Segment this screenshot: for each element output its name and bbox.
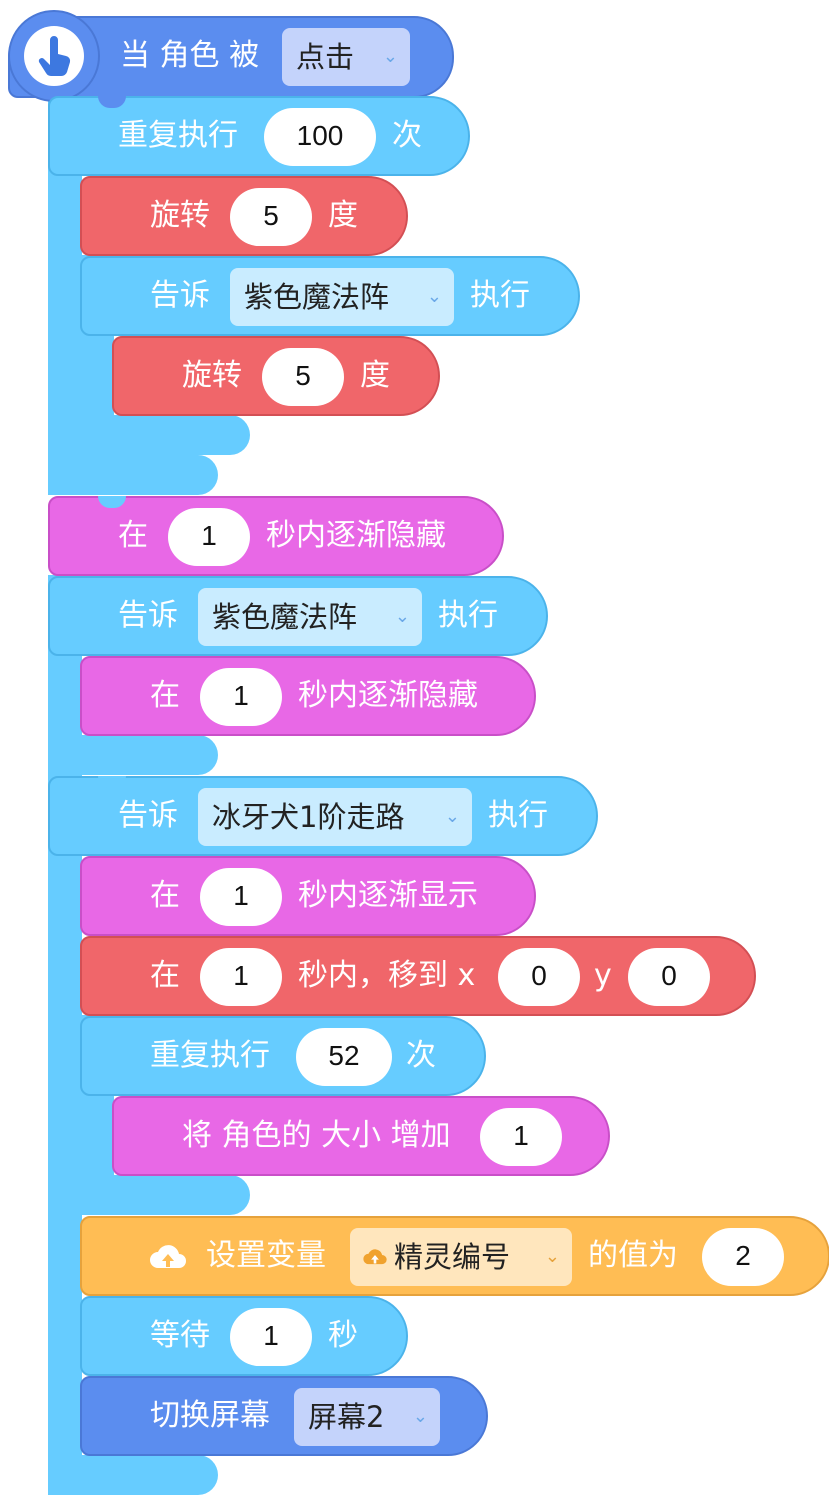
move-y-label: y	[594, 958, 612, 993]
repeat-times-input[interactable]: 100	[264, 108, 376, 166]
chevron-down-icon: ⌄	[544, 1246, 560, 1267]
tell-target-dropdown[interactable]: 紫色魔法阵 ⌄	[230, 268, 454, 326]
move-x-input[interactable]: 0	[498, 948, 580, 1006]
tell-target-dropdown[interactable]: 冰牙犬1阶走路 ⌄	[198, 788, 472, 846]
hat-label: 当 角色 被	[120, 38, 260, 73]
repeat-times-input[interactable]: 52	[296, 1028, 392, 1086]
rotate-degrees-input[interactable]: 5	[262, 348, 344, 406]
chevron-down-icon: ⌄	[444, 806, 460, 827]
variable-value-input[interactable]: 2	[702, 1228, 784, 1286]
hat-trigger-value: 点击	[296, 40, 355, 74]
when-clicked-hat-block[interactable]: 当 角色 被 点击 ⌄	[8, 10, 454, 102]
size-label: 将 角色的 大小 增加	[182, 1118, 451, 1153]
repeat-suffix: 次	[406, 1038, 436, 1073]
tell-prefix: 告诉	[118, 598, 178, 633]
move-seconds-input[interactable]: 1	[200, 948, 282, 1006]
tell-target-dropdown[interactable]: 紫色魔法阵 ⌄	[198, 588, 422, 646]
show-seconds-input[interactable]: 1	[200, 868, 282, 926]
tell-suffix: 执行	[438, 598, 498, 633]
tell2-foot	[48, 735, 218, 775]
repeat-block[interactable]: 重复执行 100 次	[48, 96, 470, 176]
setvar-prefix: 设置变量	[206, 1238, 326, 1273]
switch-screen-block[interactable]: 切换屏幕 屏幕2 ⌄	[80, 1376, 488, 1456]
fade-seconds-input[interactable]: 1	[168, 508, 250, 566]
repeat-prefix: 重复执行	[150, 1038, 270, 1073]
show-suffix: 秒内逐渐显示	[298, 878, 478, 913]
tell-block[interactable]: 告诉 紫色魔法阵 ⌄ 执行	[48, 576, 548, 656]
chevron-down-icon: ⌄	[412, 1406, 428, 1427]
rotate-block[interactable]: 旋转 5 度	[112, 336, 440, 416]
size-amount-input[interactable]: 1	[480, 1108, 562, 1166]
repeat-prefix: 重复执行	[118, 118, 238, 153]
rotate-degrees-input[interactable]: 5	[230, 188, 312, 246]
tell-block[interactable]: 告诉 紫色魔法阵 ⌄ 执行	[80, 256, 580, 336]
wait-suffix: 秒	[328, 1318, 358, 1353]
move-y-input[interactable]: 0	[628, 948, 710, 1006]
screen-value: 屏幕2	[308, 1400, 385, 1434]
move-mid: 秒内，移到 x	[298, 958, 476, 993]
tell-prefix: 告诉	[118, 798, 178, 833]
variable-dropdown[interactable]: 精灵编号 ⌄	[350, 1228, 572, 1286]
tell-block[interactable]: 告诉 冰牙犬1阶走路 ⌄ 执行	[48, 776, 598, 856]
tell3-arm	[48, 775, 82, 1495]
fade-suffix: 秒内逐渐隐藏	[298, 678, 478, 713]
repeat-suffix: 次	[392, 118, 422, 153]
hat-icon-inner	[24, 26, 84, 86]
switch-prefix: 切换屏幕	[150, 1398, 270, 1433]
move-prefix: 在	[150, 958, 180, 993]
wait-block[interactable]: 等待 1 秒	[80, 1296, 408, 1376]
variable-name: 精灵编号	[394, 1240, 511, 1274]
screen-dropdown[interactable]: 屏幕2 ⌄	[294, 1388, 440, 1446]
set-variable-block[interactable]: 设置变量 精灵编号 ⌄ 的值为 2	[80, 1216, 829, 1296]
hat-icon-circle	[8, 10, 100, 102]
tell-target-value: 紫色魔法阵	[244, 280, 390, 314]
connector-notch	[98, 496, 126, 508]
fade-suffix: 秒内逐渐隐藏	[266, 518, 446, 553]
connector-notch	[98, 96, 126, 108]
pointing-hand-icon	[38, 36, 71, 77]
chevron-down-icon: ⌄	[394, 606, 410, 627]
change-size-block[interactable]: 将 角色的 大小 增加 1	[112, 1096, 610, 1176]
wait-seconds-input[interactable]: 1	[230, 1308, 312, 1366]
fade-prefix: 在	[150, 678, 180, 713]
fade-prefix: 在	[118, 518, 148, 553]
chevron-down-icon: ⌄	[382, 46, 398, 67]
hat-trigger-dropdown[interactable]: 点击 ⌄	[282, 28, 410, 86]
fade-out-block[interactable]: 在 1 秒内逐渐隐藏	[48, 496, 504, 576]
wait-prefix: 等待	[150, 1318, 210, 1353]
rotate-block[interactable]: 旋转 5 度	[80, 176, 408, 256]
cloud-upload-icon	[363, 1249, 387, 1265]
fade-out-block[interactable]: 在 1 秒内逐渐隐藏	[80, 656, 536, 736]
rotate-suffix: 度	[328, 198, 358, 233]
rotate-prefix: 旋转	[150, 198, 210, 233]
repeat1-foot	[48, 455, 218, 495]
fade-in-block[interactable]: 在 1 秒内逐渐显示	[80, 856, 536, 936]
show-prefix: 在	[150, 878, 180, 913]
tell-suffix: 执行	[488, 798, 548, 833]
tell-target-value: 冰牙犬1阶走路	[212, 800, 405, 834]
cloud-upload-icon	[150, 1245, 186, 1268]
chevron-down-icon: ⌄	[426, 286, 442, 307]
repeat2-foot	[80, 1175, 250, 1215]
tell-suffix: 执行	[470, 278, 530, 313]
tell3-foot	[48, 1455, 218, 1495]
tell-target-value: 紫色魔法阵	[212, 600, 358, 634]
tell-prefix: 告诉	[150, 278, 210, 313]
rotate-prefix: 旋转	[182, 358, 242, 393]
setvar-mid: 的值为	[588, 1238, 678, 1273]
rotate-suffix: 度	[360, 358, 390, 393]
glide-to-xy-block[interactable]: 在 1 秒内，移到 x 0 y 0	[80, 936, 756, 1016]
repeat-block[interactable]: 重复执行 52 次	[80, 1016, 486, 1096]
connector-notch	[98, 776, 126, 788]
fade-seconds-input[interactable]: 1	[200, 668, 282, 726]
tell1-foot	[80, 415, 250, 455]
